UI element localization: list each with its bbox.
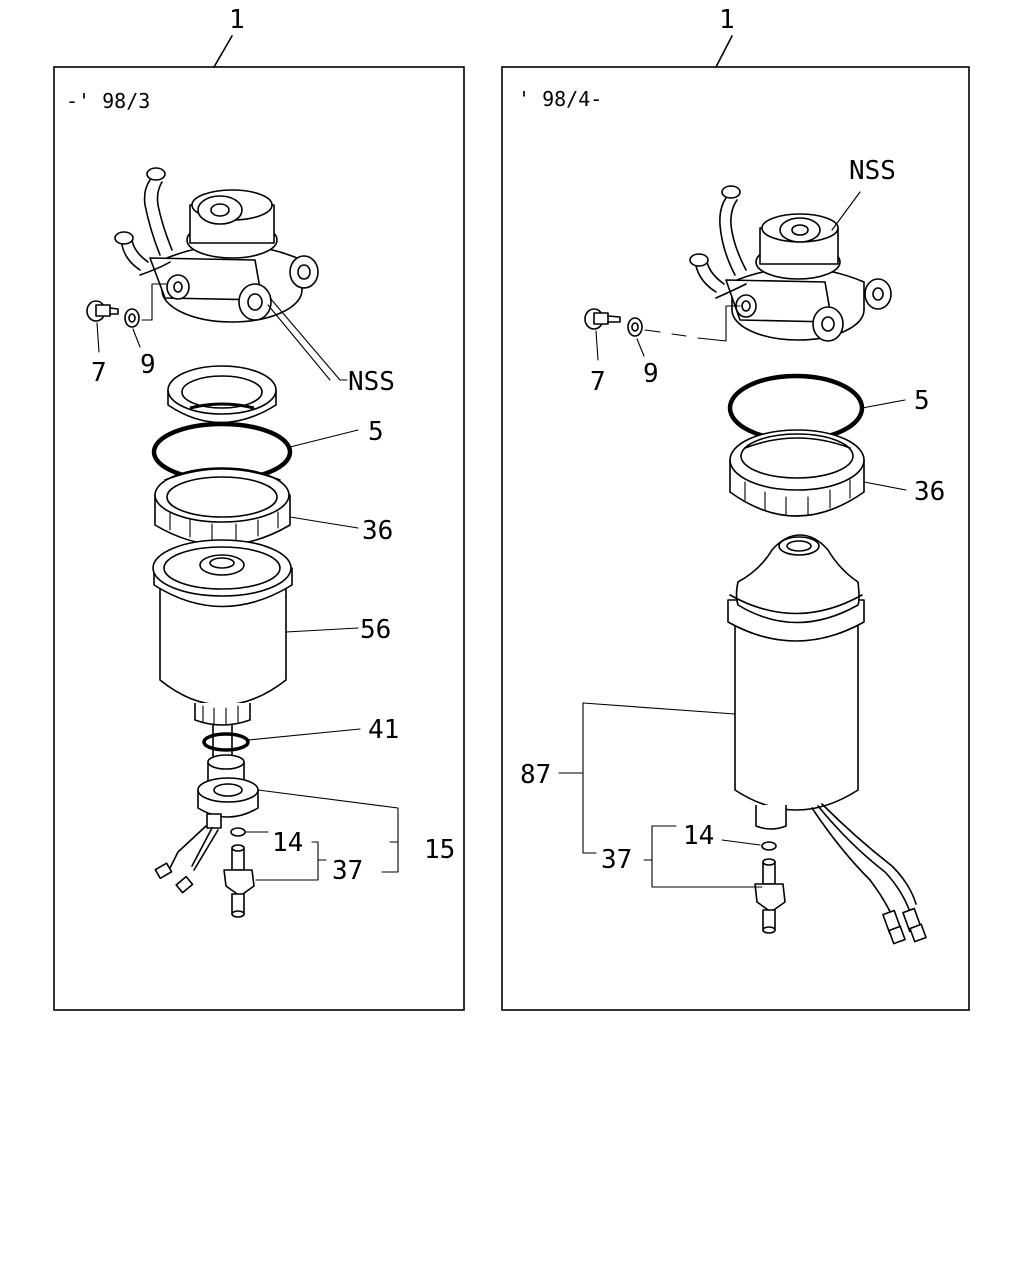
left-bolt-washer [86,283,169,353]
left-filter-cartridge [152,539,293,726]
right-panel-frame [501,66,970,1011]
right-leader-37 [643,825,763,888]
right-leader-36 [863,481,907,491]
right-callout-9: 9 [643,359,659,389]
right-filter-cartridge [727,534,927,945]
left-ref-leader [213,35,233,68]
right-o-ring-14 [761,841,777,851]
right-callout-36: 36 [914,477,945,507]
left-filter-head [114,167,319,323]
right-leader-87 [558,702,736,854]
left-nss-leader [267,297,348,381]
left-callout-9: 9 [140,350,156,380]
left-leader-36 [289,516,359,529]
right-nss-leader [831,191,861,231]
right-callout-37: 37 [601,845,632,875]
left-o-ring-41 [202,732,250,752]
left-panel-frame [53,66,465,1011]
right-drain-plug [754,858,786,934]
right-callout-14: 14 [683,821,714,851]
left-o-ring-14 [230,827,246,837]
left-ring-nut [154,467,291,546]
left-ref-number: 1 [229,5,245,35]
left-adapter-ring [167,365,277,424]
left-callout-5: 5 [368,417,384,447]
right-bolt-washer [584,305,741,361]
right-callout-5: 5 [914,386,930,416]
right-ref-number: 1 [719,5,735,35]
left-callout-14: 14 [272,828,303,858]
left-callout-15: 15 [424,835,455,865]
left-panel: 1 -' 98/3 NS [53,5,465,1011]
right-filter-head [689,185,892,342]
left-leader-41 [247,728,361,741]
left-leader-5 [289,429,359,448]
left-leader-37 [255,841,327,881]
right-date-range: ' 98/4- [518,87,602,111]
right-leader-5 [861,399,906,409]
right-callout-nss: NSS [849,156,896,186]
left-leader-56 [285,627,359,633]
left-callout-nss: NSS [348,367,395,397]
left-callout-41: 41 [368,715,399,745]
left-callout-37: 37 [332,856,363,886]
right-ref-leader [715,35,733,68]
left-drain-plug [223,844,255,918]
left-date-range: -' 98/3 [66,89,150,113]
right-ring-nut [729,429,865,517]
right-callout-7: 7 [590,367,606,397]
right-leader-14 [721,839,761,846]
left-callout-36: 36 [362,516,393,546]
left-water-sensor [154,754,259,894]
right-panel: 1 ' 98/4- NSS [501,5,970,1011]
right-callout-87: 87 [520,760,551,790]
left-callout-7: 7 [91,358,107,388]
left-callout-56: 56 [360,615,391,645]
left-leader-15 [257,789,399,873]
